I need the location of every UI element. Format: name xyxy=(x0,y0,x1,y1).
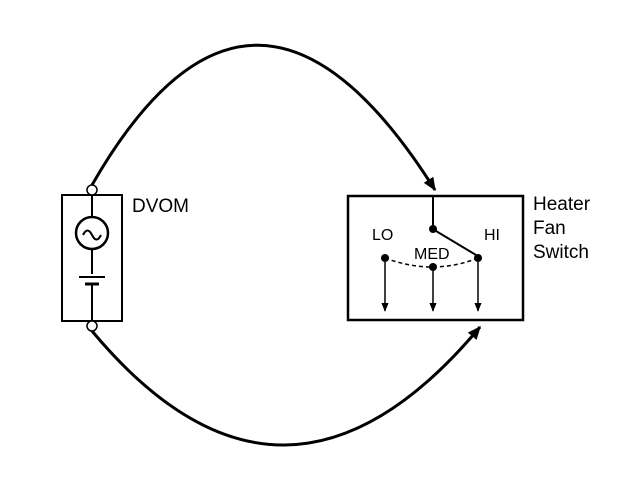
switch-position-arc xyxy=(384,257,479,268)
dvom-label: DVOM xyxy=(132,196,189,217)
med-label: MED xyxy=(414,246,450,263)
switch-wiper xyxy=(435,230,477,256)
battery-symbol xyxy=(79,276,105,286)
switch-label-line-1: Heater xyxy=(533,194,591,215)
med-contact xyxy=(429,263,437,271)
bottom-test-lead-wire xyxy=(90,325,482,447)
dvom-top-terminal xyxy=(86,184,98,196)
top-test-lead-wire xyxy=(90,43,437,192)
lo-label: LO xyxy=(372,227,393,244)
dvom-bottom-terminal xyxy=(86,320,98,332)
hi-contact xyxy=(474,254,482,262)
switch-label-line-2: Fan xyxy=(533,218,566,239)
hi-label: HI xyxy=(484,227,500,244)
switch-label-line-3: Switch xyxy=(533,242,589,263)
heater-fan-switch-box xyxy=(346,194,525,322)
ohmmeter-squiggle-icon xyxy=(82,229,102,241)
lo-contact xyxy=(381,254,389,262)
switch-common-terminal xyxy=(429,225,437,233)
